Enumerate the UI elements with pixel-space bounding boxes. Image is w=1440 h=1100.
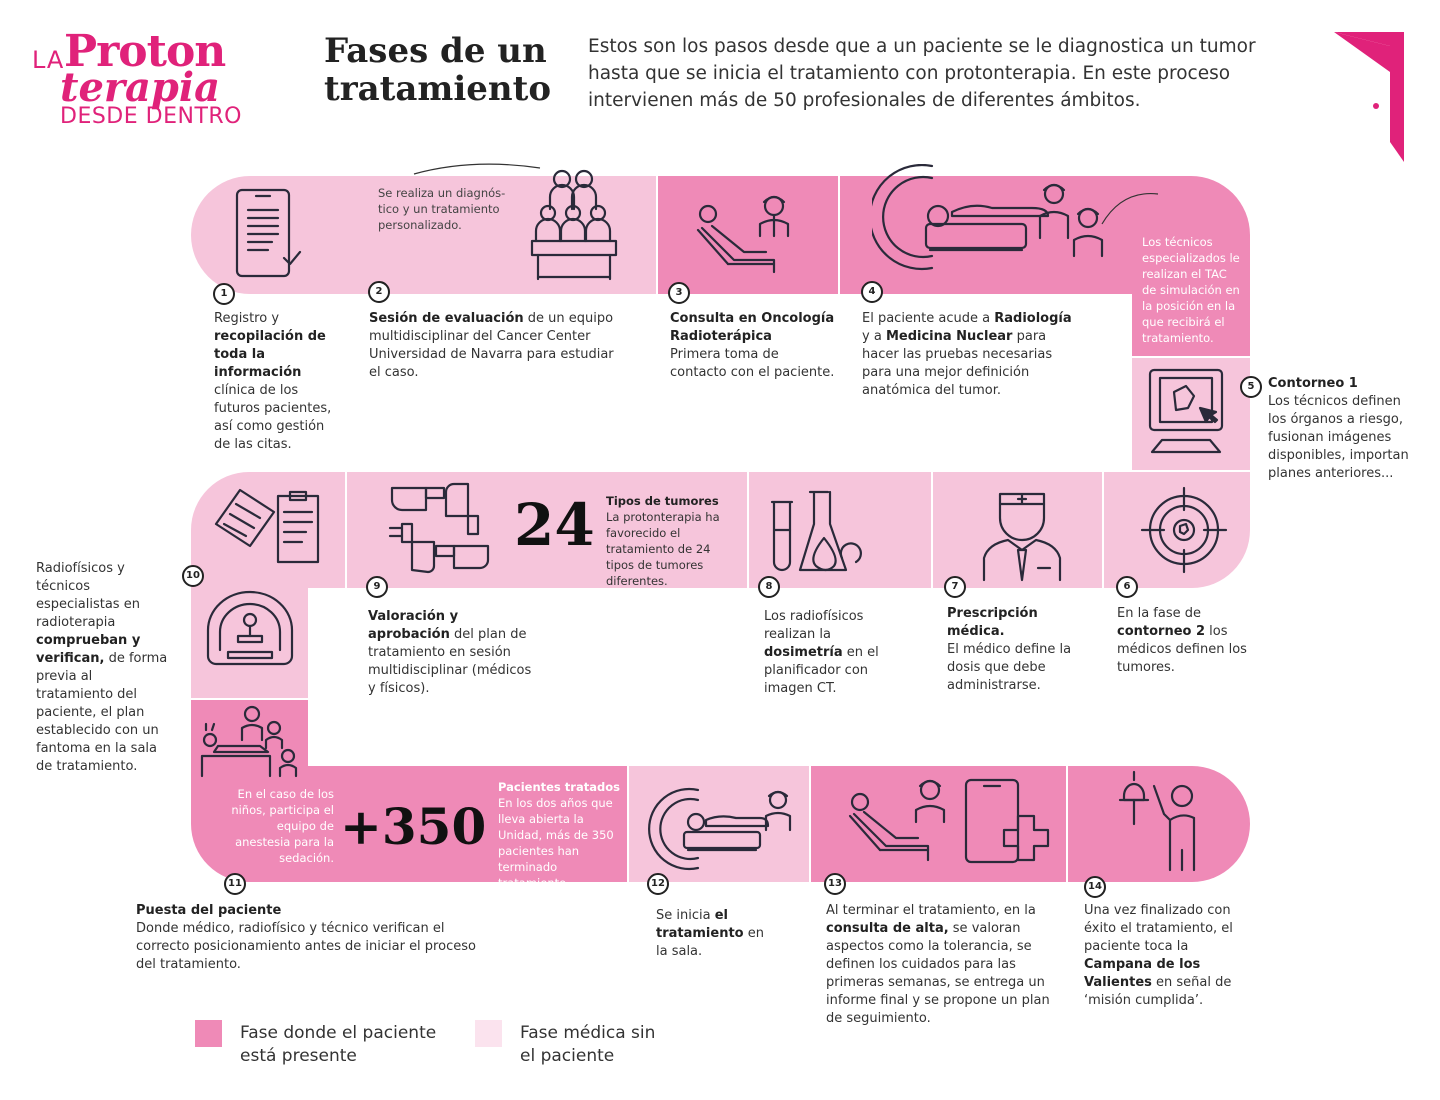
legend-label-patient: Fase donde el paciente está presente [240, 1023, 437, 1066]
step-9-text: Valoración y aprobación del plan de trat… [368, 609, 532, 696]
step-4-note: Los técnicos especializados le realizan … [1142, 235, 1240, 345]
stat-tumor-types-value: 24 [514, 491, 595, 559]
step-4-text: El paciente acude a Radiología y a Medic… [862, 311, 1072, 398]
legend-swatch-medical [475, 1020, 502, 1047]
computer-icon [1148, 368, 1224, 454]
step-13-text: Al terminar el tratamiento, en la consul… [826, 903, 1050, 1026]
page-title: Fases de un tratamiento [324, 31, 552, 109]
step-number-2: 2 [368, 281, 390, 303]
tile-step-12 [629, 766, 809, 882]
step-number-5: 5 [1240, 376, 1262, 398]
stat-patients-desc: En los dos años que lleva abierta la Uni… [498, 796, 614, 890]
legend-swatch-patient [195, 1020, 222, 1047]
tile-step-2 [344, 176, 656, 294]
step-7-text: Prescripción médica.El médico define la … [947, 606, 1072, 693]
step-number-3: 3 [668, 282, 690, 304]
flasks-icon [770, 490, 862, 572]
step-number-9: 9 [366, 576, 388, 598]
discharge-icon [848, 778, 1050, 864]
doctor-icon [982, 492, 1062, 582]
step-number-8: 8 [758, 576, 780, 598]
stat-tumor-types-title: Tipos de tumores [606, 494, 719, 508]
tile-step-7 [933, 472, 1102, 588]
step-number-4: 4 [861, 281, 883, 303]
step-number-12: 12 [647, 873, 669, 895]
stat-patients-value: +350 [340, 797, 487, 856]
brand-logo: LA Proton terapia DESDE DENTRO [32, 30, 262, 130]
step-number-14: 14 [1084, 876, 1106, 898]
brand-proton: Proton [64, 26, 226, 77]
step-8-text: Los radiofísicos realizan la dosimetría … [764, 609, 879, 696]
step-2-note: Se realiza un diagnós-tico y un tratamie… [378, 186, 506, 232]
tile-step-3 [658, 176, 838, 294]
patient-positioning-icon [200, 705, 298, 778]
step-2-text: Sesión de evaluación de un equipo multid… [369, 311, 614, 380]
step-number-11: 11 [224, 873, 246, 895]
note-pointer-curve [1101, 192, 1159, 225]
step-number-7: 7 [944, 576, 966, 598]
documents-icon [214, 488, 320, 564]
patient-doctor-icon [696, 195, 790, 274]
brand-terapia: terapia [60, 64, 220, 111]
tile-step-9 [347, 472, 747, 588]
note-pointer-line [413, 163, 541, 175]
bell-icon [1118, 770, 1196, 872]
step-1-text: Registro y recopilación de toda la infor… [214, 311, 332, 452]
team-meeting-icon [530, 169, 618, 281]
intro-text: Estos son los pasos desde que a un pacie… [588, 36, 1256, 111]
ct-scanner-icon [872, 164, 1104, 271]
step-6-text: En la fase de contorneo 2 los médicos de… [1117, 606, 1247, 675]
tile-step-4-column [1132, 294, 1250, 356]
step-number-10: 10 [182, 565, 204, 587]
tile-step-11 [191, 766, 627, 882]
step-number-1: 1 [213, 283, 235, 305]
step-number-13: 13 [824, 873, 846, 895]
step-number-6: 6 [1116, 576, 1138, 598]
step-10-text: Radiofísicos y técnicos especialistas en… [36, 561, 168, 774]
brand-la: LA [32, 46, 65, 74]
tile-step-10-top [191, 472, 345, 588]
clipboard-phone-icon [235, 188, 302, 278]
stat-tumor-types-desc: La protonterapia ha favorecido el tratam… [606, 510, 720, 588]
corner-mark-icon [1334, 32, 1404, 162]
step-11-note: En el caso de los niños, participa el eq… [231, 787, 334, 865]
legend-label-medical: Fase médica sin el paciente [520, 1023, 656, 1066]
step-14-text: Una vez finalizado con éxito el tratamie… [1084, 903, 1233, 1008]
stat-patients-title: Pacientes tratados [498, 780, 620, 794]
target-icon [1140, 486, 1228, 574]
step-12-text: Se inicia el tratamiento en la sala. [656, 908, 764, 959]
gantry-icon [648, 787, 792, 871]
tile-step-14 [1068, 766, 1250, 882]
joined-hands-icon [388, 482, 490, 574]
phantom-gantry-icon [206, 590, 294, 666]
brand-desde-dentro: DESDE DENTRO [60, 104, 242, 129]
